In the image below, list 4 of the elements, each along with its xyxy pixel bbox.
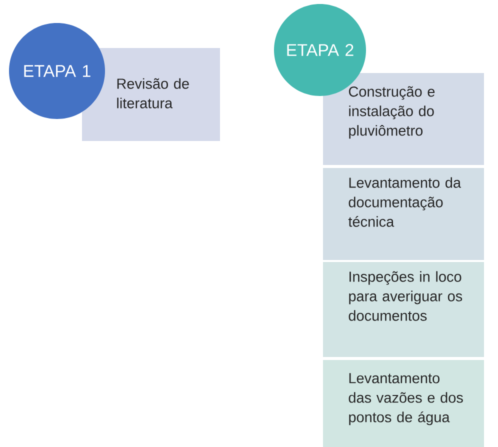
task-box: Levantamento das vazões e dos pontos de água bbox=[323, 360, 484, 447]
task-box: Construção e instalação do pluviômetro bbox=[323, 73, 484, 165]
task-box: Levantamento da documentação técnica bbox=[323, 168, 484, 260]
task-box: Inspeções in loco para averiguar os documentos bbox=[323, 262, 484, 357]
